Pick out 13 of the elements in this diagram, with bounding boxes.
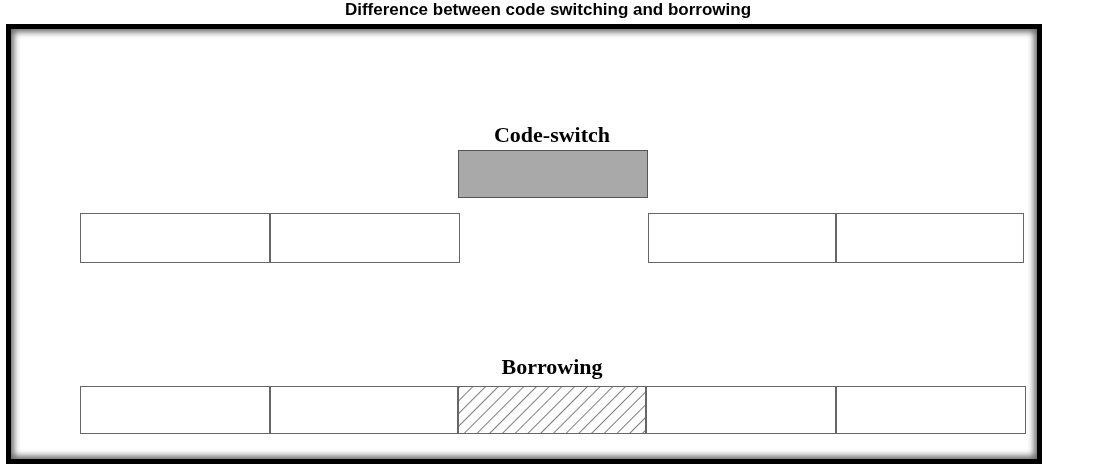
segment-box bbox=[270, 386, 458, 434]
shaded-segment bbox=[458, 150, 648, 198]
segment-box bbox=[648, 213, 836, 263]
section-heading: Borrowing bbox=[501, 354, 603, 380]
segment-box bbox=[836, 386, 1026, 434]
segment-box bbox=[80, 213, 270, 263]
figure-title: Difference between code switching and borrowing bbox=[343, 0, 753, 20]
segment-box bbox=[836, 213, 1024, 263]
hatched-segment bbox=[458, 386, 646, 434]
segment-box bbox=[80, 386, 270, 434]
segment-box bbox=[646, 386, 836, 434]
section-heading: Code-switch bbox=[493, 122, 611, 148]
segment-box bbox=[270, 213, 460, 263]
